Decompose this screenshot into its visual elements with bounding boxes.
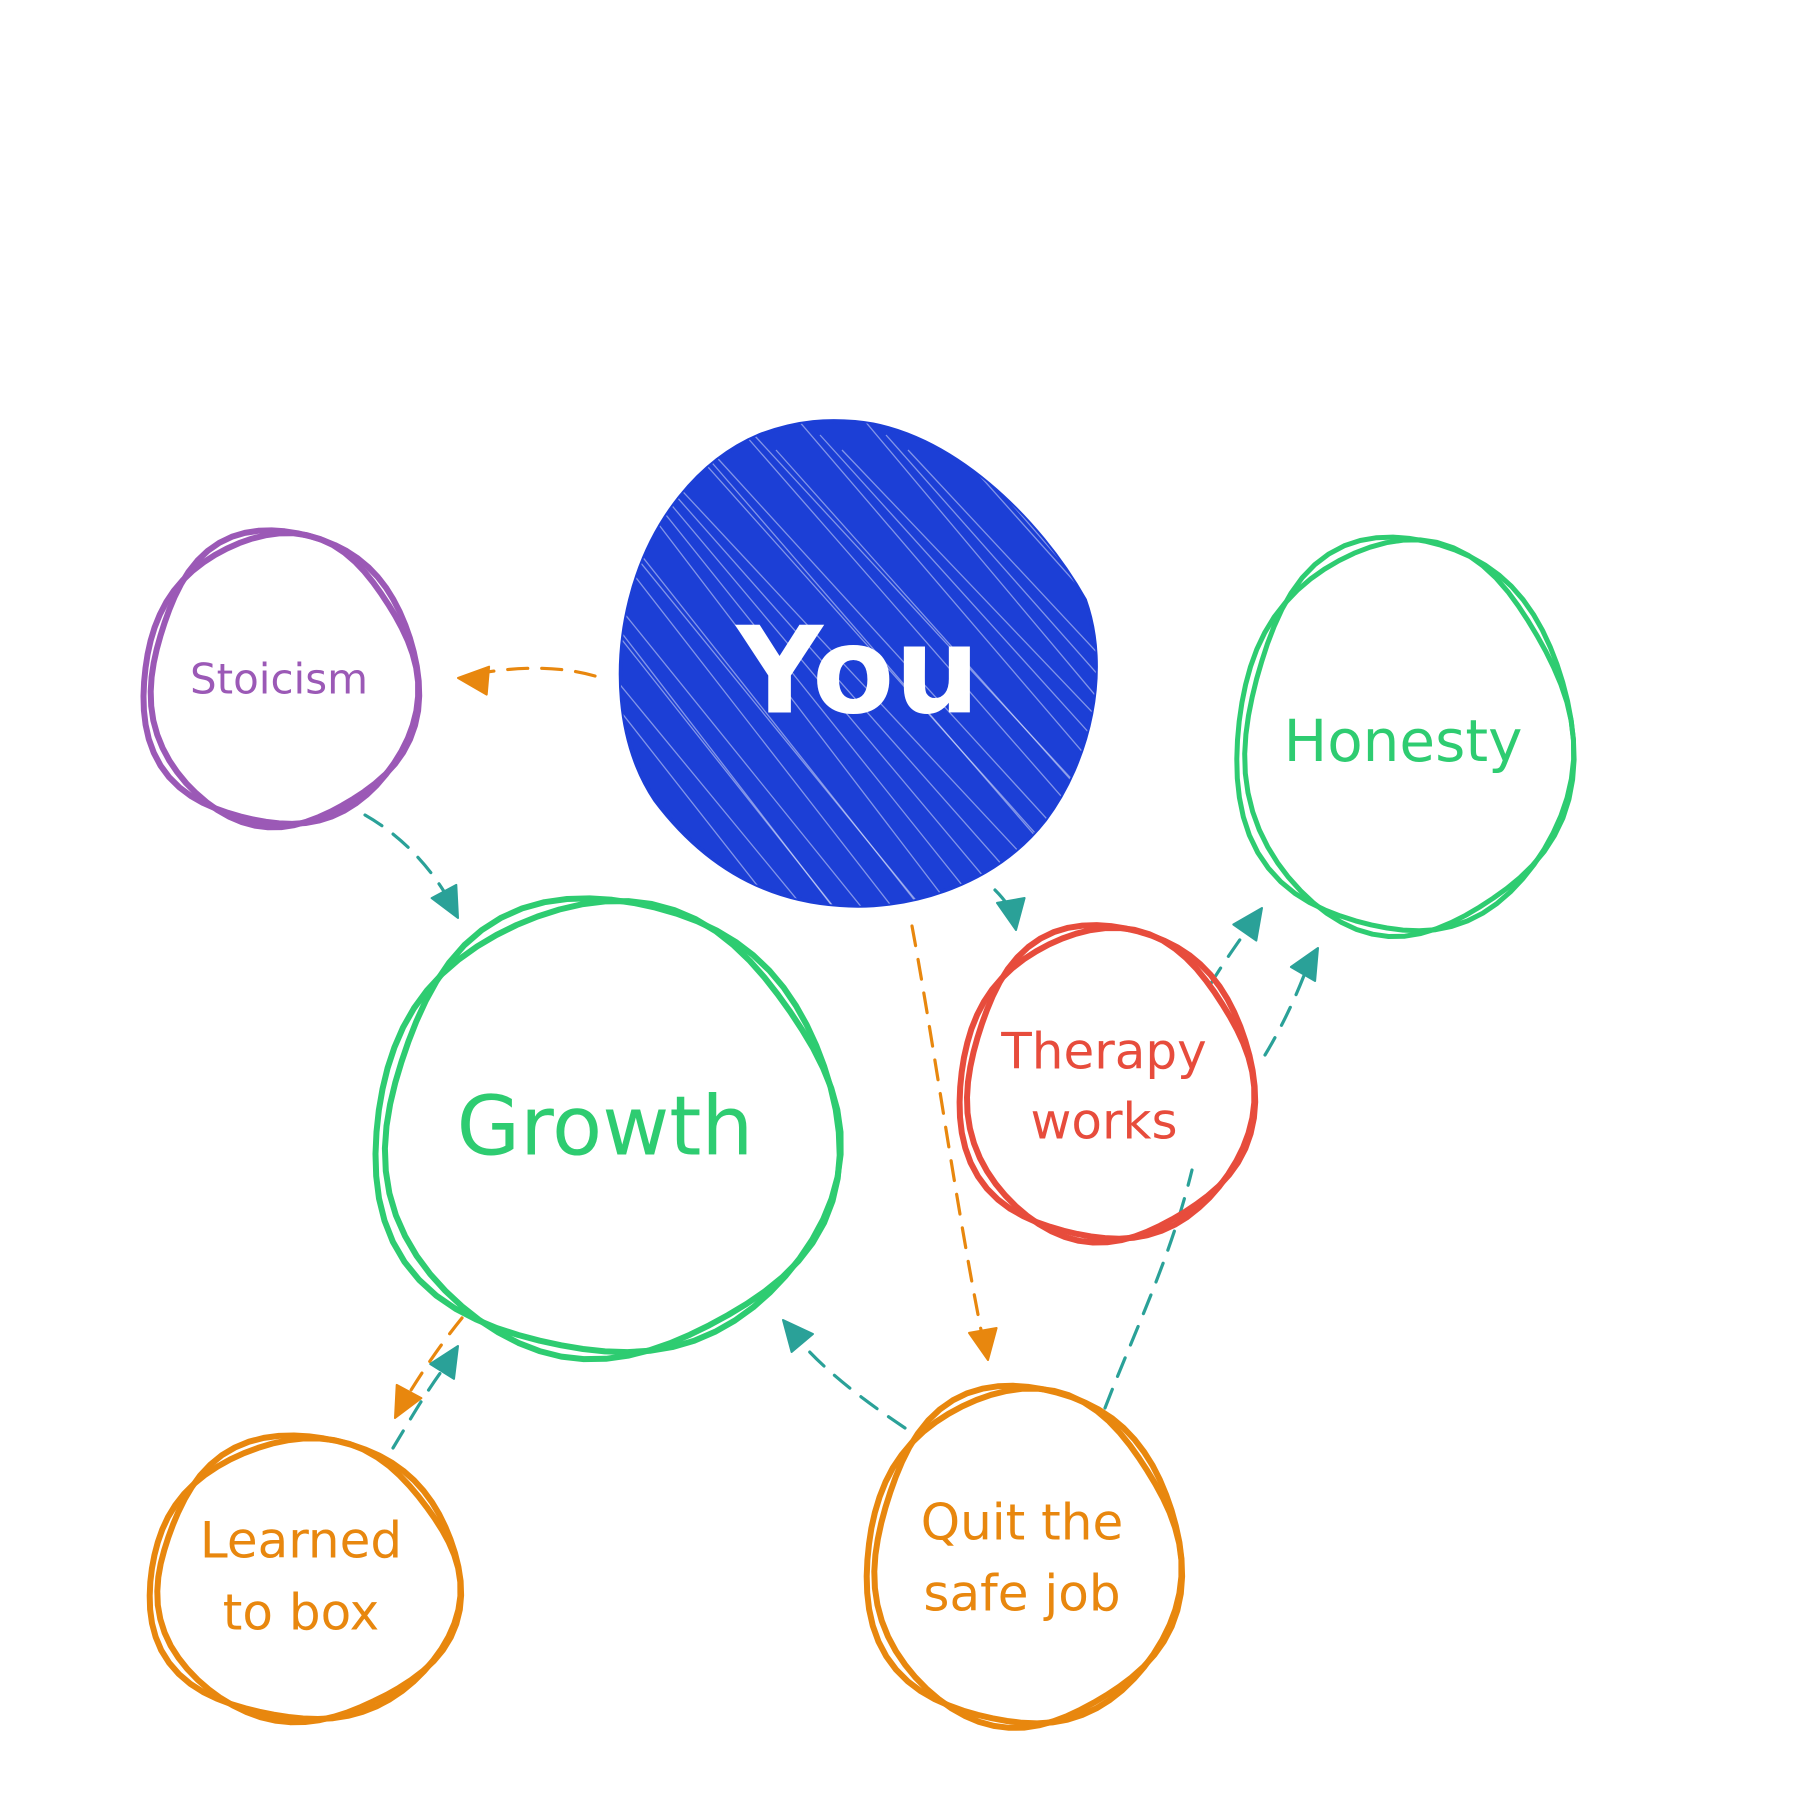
hatch-line [1106, 450, 1526, 890]
hatch-line [620, 421, 889, 906]
arrowhead-you-stoicism [457, 665, 491, 696]
hatch-line [797, 421, 1096, 906]
hatch-line [863, 421, 1096, 906]
arrowhead-you-quit [968, 1327, 998, 1361]
boxing-circle [146, 1432, 465, 1726]
therapy-label-line1: Therapy [1000, 1023, 1207, 1081]
hatch-line [1238, 450, 1658, 910]
growth-stroke-2 [381, 895, 843, 1363]
hatch-line [620, 421, 955, 906]
stoicism-stroke-2 [147, 527, 423, 831]
hatch-line [620, 421, 801, 906]
edge-stoicism-growth [363, 813, 454, 907]
node-you[interactable]: You [380, 390, 1658, 950]
hatch-line [620, 421, 911, 906]
boxing-label-line1: Learned [200, 1512, 402, 1570]
node-honesty[interactable]: Honesty [1234, 534, 1577, 939]
edges-layer [363, 665, 1319, 1450]
hatch-line [1061, 421, 1096, 906]
arrowhead-you-therapy [996, 897, 1026, 931]
hatch-line [620, 421, 845, 906]
hatch-line [621, 434, 1043, 906]
therapy-label-line2: works [1030, 1093, 1177, 1151]
growth-stroke-1 [372, 898, 844, 1356]
arrowhead-quit-honesty [1232, 907, 1263, 942]
stoicism-stroke-1 [140, 530, 422, 827]
boxing-stroke-1 [146, 1435, 464, 1722]
honesty-circle [1234, 534, 1577, 939]
edge-you-stoicism [473, 666, 597, 678]
edge-therapy-honesty [1263, 963, 1310, 1057]
edge-quit-growth [793, 1333, 907, 1430]
edge-you-quit [910, 924, 985, 1342]
hatch-line [885, 434, 1096, 906]
hatch-line [1083, 434, 1096, 901]
hatch-line [929, 421, 1096, 891]
hatch-line [753, 434, 1096, 891]
arrowhead-therapy-honesty [1289, 947, 1319, 982]
hatch-line [1172, 450, 1592, 900]
node-growth[interactable]: Growth [372, 895, 844, 1363]
node-stoicism[interactable]: Stoicism [140, 527, 423, 831]
quit-label-line1: Quit the [921, 1494, 1124, 1552]
therapy-stroke-1 [956, 925, 1258, 1242]
growth-circle [372, 895, 844, 1363]
arrowhead-quit-growth [782, 1319, 814, 1353]
growth-label: Growth [457, 1079, 754, 1174]
hatch-line [1216, 435, 1636, 920]
edge-growth-boxing [403, 1316, 464, 1402]
arrowhead-growth-boxing [394, 1383, 423, 1419]
node-boxing[interactable]: Learned to box [146, 1432, 465, 1726]
honesty-label: Honesty [1284, 707, 1523, 775]
therapy-circle [956, 922, 1259, 1246]
quit-circle [863, 1382, 1186, 1731]
hatch-line [620, 421, 823, 906]
hatch-line [951, 434, 1096, 906]
stoicism-label: Stoicism [190, 655, 368, 704]
hatch-line [1039, 449, 1096, 906]
stoicism-circle [140, 527, 423, 831]
edge-boxing-growth [391, 1358, 452, 1450]
you-label: You [734, 603, 980, 742]
node-therapy[interactable]: Therapy works [956, 922, 1259, 1246]
hatch-line [775, 449, 1096, 906]
quit-label-line2: safe job [923, 1565, 1120, 1623]
quit-stroke-1 [863, 1385, 1185, 1727]
hatch-line [841, 449, 1096, 891]
you-hatch-texture [620, 420, 1658, 920]
hatch-line [1150, 435, 1570, 910]
hatch-line [819, 434, 1096, 901]
hatch-line [907, 449, 1096, 901]
honesty-stroke-1 [1234, 537, 1577, 934]
hatch-line [643, 449, 1065, 901]
you-circle [618, 419, 1098, 908]
honesty-stroke-2 [1242, 534, 1577, 939]
boxing-stroke-2 [154, 1432, 465, 1726]
arrowhead-stoicism-growth [430, 883, 459, 919]
hatch-line [620, 421, 867, 906]
hatch-line [1128, 420, 1548, 920]
hatch-line [620, 421, 933, 906]
therapy-stroke-2 [964, 922, 1259, 1246]
node-quit[interactable]: Quit the safe job [863, 1382, 1186, 1731]
hatch-line [665, 421, 1087, 891]
boxing-label-line2: to box [223, 1584, 379, 1642]
quit-stroke-2 [871, 1382, 1186, 1731]
arrowhead-boxing-growth [429, 1345, 459, 1380]
